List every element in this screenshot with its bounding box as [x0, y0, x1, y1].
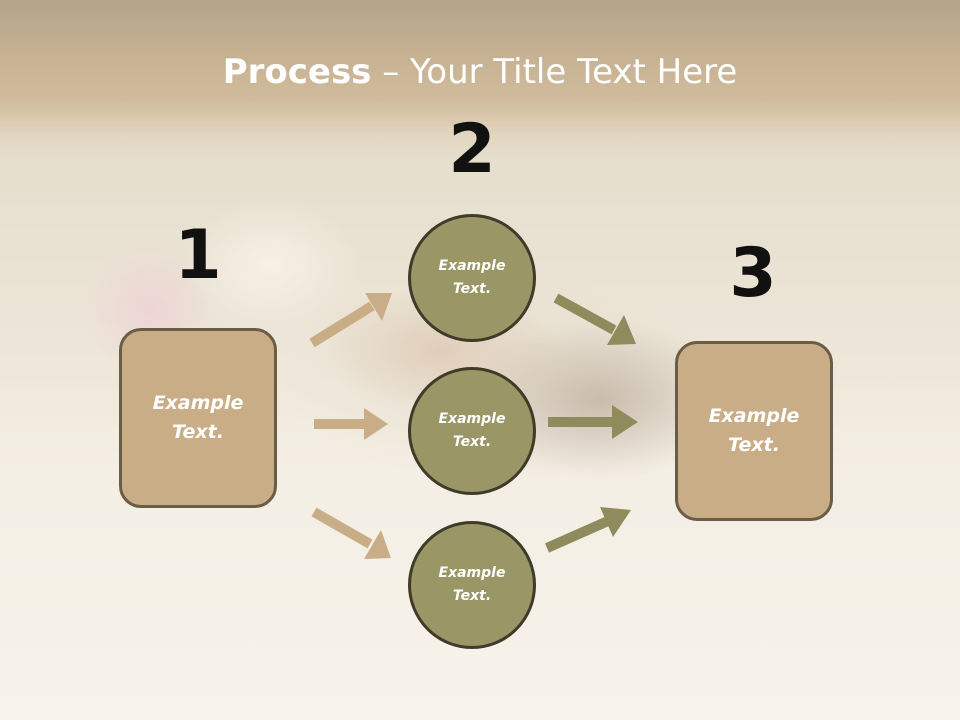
arrow-circle-2-to-right — [548, 405, 638, 439]
circle-2: Example Text. — [408, 367, 536, 495]
right-box: Example Text. — [675, 341, 833, 521]
circle-3: Example Text. — [408, 521, 536, 649]
left-box: Example Text. — [119, 328, 277, 508]
slide-title-bold: Process — [222, 52, 372, 92]
background-top-band — [0, 0, 960, 160]
left-box-text: Example Text. — [152, 392, 244, 443]
arrow-circle-3-to-right — [544, 507, 631, 553]
step-number-1: 1 — [174, 216, 222, 295]
slide-title-rest: – Your Title Text Here — [371, 52, 738, 92]
circle-2-text: Example Text. — [438, 411, 506, 450]
arrow-left-to-circle-2 — [314, 408, 388, 440]
arrow-left-to-circle-1 — [309, 293, 392, 348]
step-number-2: 2 — [448, 110, 496, 189]
arrow-left-to-circle-3 — [311, 507, 391, 559]
circle-3-text: Example Text. — [438, 565, 506, 604]
slide-title: Process – Your Title Text Here — [0, 52, 960, 92]
arrow-circle-1-to-right — [553, 293, 636, 345]
circle-1: Example Text. — [408, 214, 536, 342]
right-box-text: Example Text. — [708, 405, 800, 456]
step-number-3: 3 — [729, 234, 777, 313]
circle-1-text: Example Text. — [438, 258, 506, 297]
